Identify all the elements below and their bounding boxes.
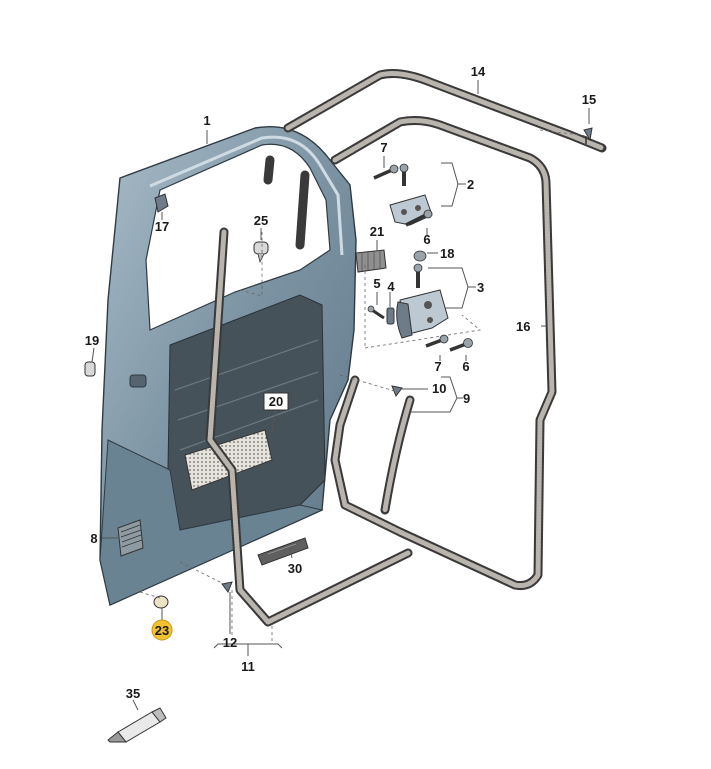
pad-30	[257, 537, 309, 566]
cap-18	[413, 250, 427, 262]
label-7-lower: 7	[434, 359, 441, 374]
label-3: 3	[477, 280, 484, 295]
label-9: 9	[463, 391, 470, 406]
label-8: 8	[90, 531, 97, 546]
clip-17	[154, 193, 169, 213]
label-14: 14	[471, 64, 486, 79]
label-19: 19	[85, 333, 99, 348]
label-4: 4	[387, 279, 395, 294]
screw-6-upper	[405, 209, 433, 227]
label-1: 1	[203, 113, 210, 128]
hinge-lower	[396, 263, 449, 339]
label-20: 20	[269, 394, 283, 409]
plug-25	[253, 241, 269, 264]
label-23-badge: 23	[151, 619, 173, 641]
label-20-box: 20	[263, 392, 289, 411]
bolt-5	[367, 305, 385, 320]
screw-6-lower	[449, 338, 473, 352]
label-35: 35	[126, 686, 140, 701]
screw-7-lower	[425, 334, 449, 348]
vent-grille	[117, 519, 144, 557]
label-2: 2	[467, 177, 474, 192]
label-17: 17	[155, 219, 169, 234]
label-5: 5	[373, 276, 380, 291]
label-7-upper: 7	[380, 140, 387, 155]
cap-23	[153, 595, 169, 609]
label-12: 12	[223, 635, 237, 650]
label-15: 15	[582, 92, 596, 107]
seal-14	[283, 69, 607, 153]
label-16: 16	[516, 319, 530, 334]
label-23: 23	[155, 623, 169, 638]
glue-tube-35	[107, 707, 167, 743]
plate-4	[386, 307, 395, 325]
label-21: 21	[370, 224, 384, 239]
label-25: 25	[254, 213, 268, 228]
plug-19	[84, 361, 96, 377]
label-30: 30	[288, 561, 302, 576]
clip-15	[583, 127, 593, 144]
leader-lines	[91, 80, 590, 711]
screw-7-upper	[373, 164, 399, 180]
buffer-21	[355, 249, 387, 273]
door-shell	[99, 126, 357, 606]
label-10: 10	[432, 381, 446, 396]
label-11: 11	[241, 659, 255, 674]
label-6-upper: 6	[423, 232, 430, 247]
label-6-lower: 6	[462, 359, 469, 374]
label-18: 18	[440, 246, 454, 261]
